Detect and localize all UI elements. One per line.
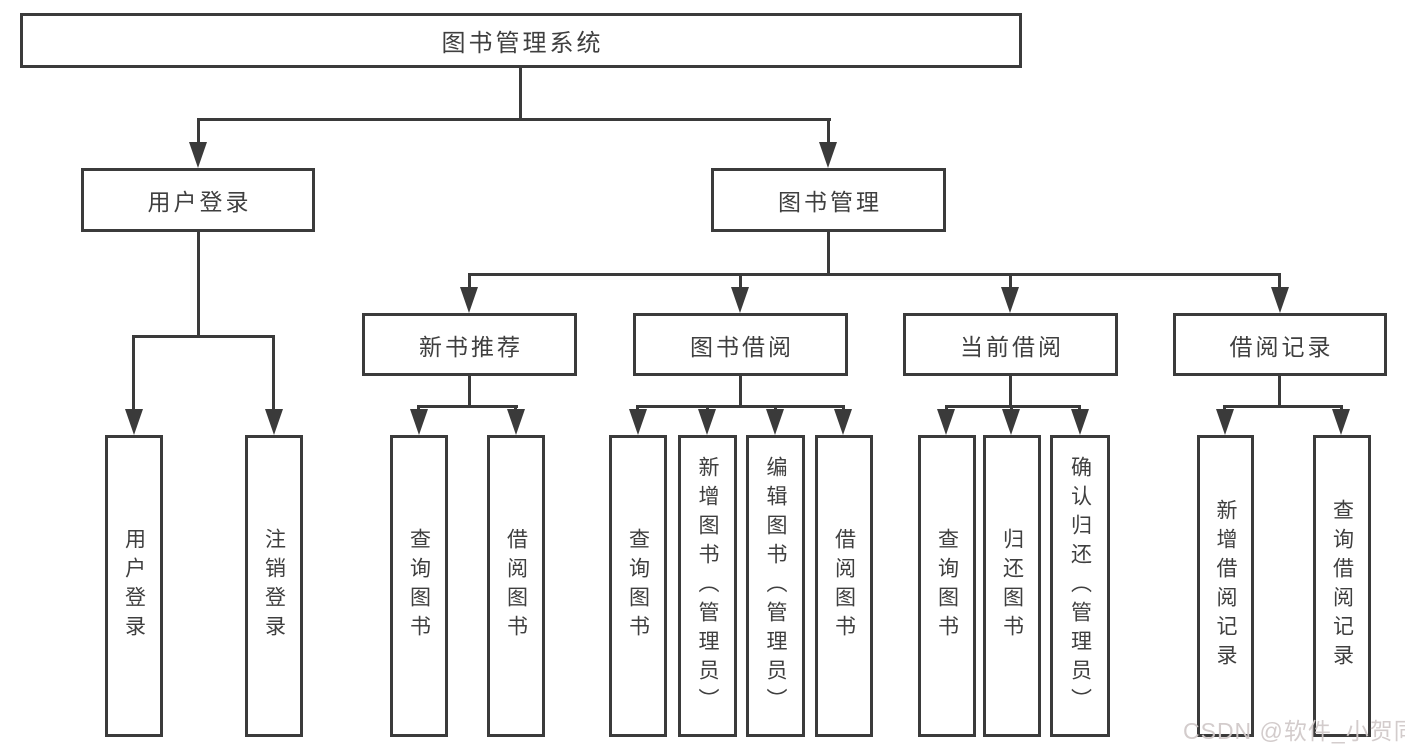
node-return-books: 归还图书 xyxy=(983,435,1041,737)
connector-line xyxy=(519,68,522,118)
csdn-watermark: CSDN @软件_小贺同学 xyxy=(1183,718,1405,744)
connector-line xyxy=(637,405,845,408)
connector-line xyxy=(272,335,275,411)
connector-line xyxy=(197,118,831,121)
arrowhead-down-icon xyxy=(1002,409,1020,435)
connector-line xyxy=(739,273,742,289)
connector-line xyxy=(1009,376,1012,405)
node-query-borrowing-record: 查询借阅记录 xyxy=(1313,435,1371,737)
connector-line xyxy=(827,232,830,273)
connector-line xyxy=(197,118,200,144)
node-edit-books-admin: 编辑图书（管理员） xyxy=(746,435,805,737)
node-current-borrowing: 当前借阅 xyxy=(903,313,1118,376)
arrowhead-down-icon xyxy=(1001,287,1019,313)
arrowhead-down-icon xyxy=(125,409,143,435)
arrowhead-down-icon xyxy=(834,409,852,435)
arrowhead-down-icon xyxy=(189,142,207,168)
connector-line xyxy=(418,405,518,408)
node-borrowing-records: 借阅记录 xyxy=(1173,313,1387,376)
node-borrowing-borrow-books: 借阅图书 xyxy=(815,435,873,737)
arrowhead-down-icon xyxy=(265,409,283,435)
connector-line xyxy=(133,335,275,338)
arrowhead-down-icon xyxy=(507,409,525,435)
connector-line xyxy=(197,232,200,335)
connector-line xyxy=(468,273,471,289)
connector-line xyxy=(1009,273,1012,289)
node-borrowing-query-books: 查询图书 xyxy=(609,435,667,737)
node-current-query-books: 查询图书 xyxy=(918,435,976,737)
connector-line xyxy=(827,118,830,144)
node-add-borrowing-record: 新增借阅记录 xyxy=(1197,435,1254,737)
node-recommend-borrow-books: 借阅图书 xyxy=(487,435,545,737)
node-user-login-group: 用户登录 xyxy=(81,168,315,232)
arrowhead-down-icon xyxy=(766,409,784,435)
connector-line xyxy=(468,376,471,405)
arrowhead-down-icon xyxy=(1271,287,1289,313)
node-new-book-recommendation: 新书推荐 xyxy=(362,313,577,376)
connector-line xyxy=(132,335,135,411)
connector-line xyxy=(468,273,1281,276)
node-book-borrowing: 图书借阅 xyxy=(633,313,848,376)
node-add-books-admin: 新增图书（管理员） xyxy=(678,435,737,737)
arrowhead-down-icon xyxy=(410,409,428,435)
connector-line xyxy=(739,376,742,405)
arrowhead-down-icon xyxy=(1071,409,1089,435)
node-library-management-system: 图书管理系统 xyxy=(20,13,1022,68)
arrowhead-down-icon xyxy=(460,287,478,313)
connector-line xyxy=(945,405,1081,408)
connector-line xyxy=(1278,376,1281,405)
arrowhead-down-icon xyxy=(731,287,749,313)
arrowhead-down-icon xyxy=(1332,409,1350,435)
node-confirm-return-admin: 确认归还（管理员） xyxy=(1050,435,1110,737)
arrowhead-down-icon xyxy=(1216,409,1234,435)
connector-line xyxy=(1278,273,1281,289)
node-logout: 注销登录 xyxy=(245,435,303,737)
node-book-management: 图书管理 xyxy=(711,168,946,232)
arrowhead-down-icon xyxy=(629,409,647,435)
node-recommend-query-books: 查询图书 xyxy=(390,435,448,737)
arrowhead-down-icon xyxy=(698,409,716,435)
arrowhead-down-icon xyxy=(937,409,955,435)
connector-line xyxy=(1224,405,1343,408)
node-user-login: 用户登录 xyxy=(105,435,163,737)
arrowhead-down-icon xyxy=(819,142,837,168)
